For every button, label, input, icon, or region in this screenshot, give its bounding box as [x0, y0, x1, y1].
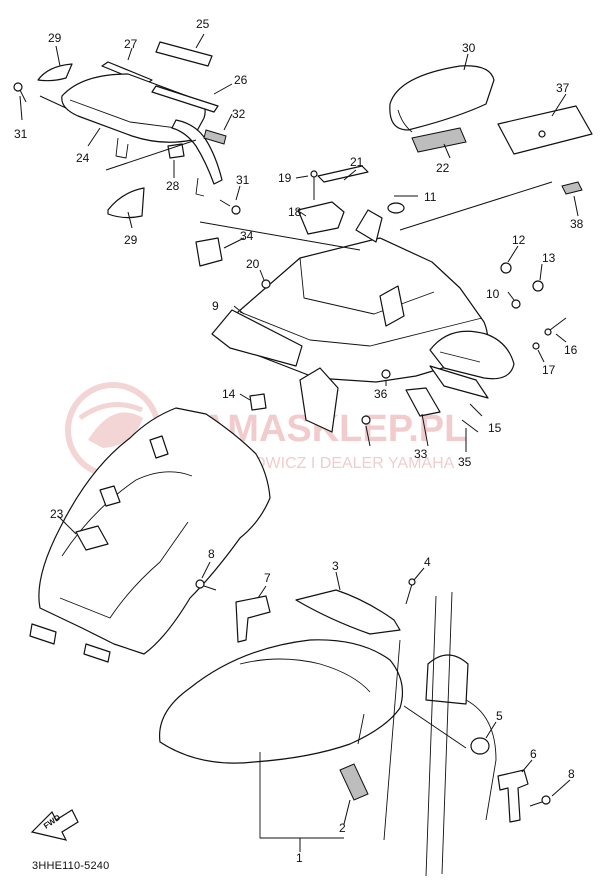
callout-15: 15 [488, 421, 502, 435]
callout-29-top: 29 [48, 31, 62, 45]
callout-18: 18 [288, 205, 302, 219]
callout-9: 9 [212, 299, 219, 313]
callout-12: 12 [512, 233, 526, 247]
callout-21: 21 [350, 155, 364, 169]
callout-33: 33 [414, 447, 428, 461]
callout-2: 2 [339, 821, 346, 835]
callout-26: 26 [234, 73, 248, 87]
callout-11: 11 [424, 190, 437, 204]
callout-38: 38 [570, 217, 584, 231]
document-code: 3HHE110-5240 [32, 860, 110, 872]
callout-31-right: 31 [236, 173, 250, 187]
callout-1: 1 [296, 851, 303, 865]
callout-4: 4 [424, 555, 431, 569]
callout-labels: 1 2 3 4 5 6 7 8 8 9 10 11 12 13 14 15 16… [14, 17, 584, 865]
callout-34: 34 [240, 229, 254, 243]
callout-25: 25 [196, 17, 210, 31]
seat-cowl-assembly [13, 33, 241, 229]
callout-29-bottom: 29 [124, 233, 138, 247]
callout-19: 19 [278, 171, 292, 185]
callout-20: 20 [246, 257, 260, 271]
inner-fender [29, 407, 271, 663]
callout-8-right: 8 [568, 767, 575, 781]
callout-6: 6 [530, 747, 537, 761]
callout-28: 28 [166, 179, 180, 193]
callout-36: 36 [374, 387, 388, 401]
fwd-arrow-icon: FWD [30, 809, 79, 841]
callout-10: 10 [486, 287, 500, 301]
callout-13: 13 [542, 251, 556, 265]
upper-right-parts [389, 53, 593, 217]
callout-8-left: 8 [208, 547, 215, 561]
front-fender-assembly [158, 561, 571, 877]
callout-16: 16 [564, 343, 578, 357]
callout-7: 7 [264, 571, 271, 585]
callout-24: 24 [76, 151, 90, 165]
callout-35: 35 [458, 455, 472, 469]
rear-fender-assembly [195, 165, 567, 452]
callout-27: 27 [124, 37, 138, 51]
callout-14: 14 [222, 387, 236, 401]
callout-23: 23 [50, 507, 64, 521]
callout-37: 37 [556, 81, 570, 95]
callout-30: 30 [462, 41, 476, 55]
callout-3: 3 [332, 559, 339, 573]
callout-31-left: 31 [14, 127, 28, 141]
callout-22: 22 [436, 161, 450, 175]
callout-5: 5 [496, 709, 503, 723]
callout-32: 32 [232, 107, 246, 121]
callout-17: 17 [542, 363, 556, 377]
